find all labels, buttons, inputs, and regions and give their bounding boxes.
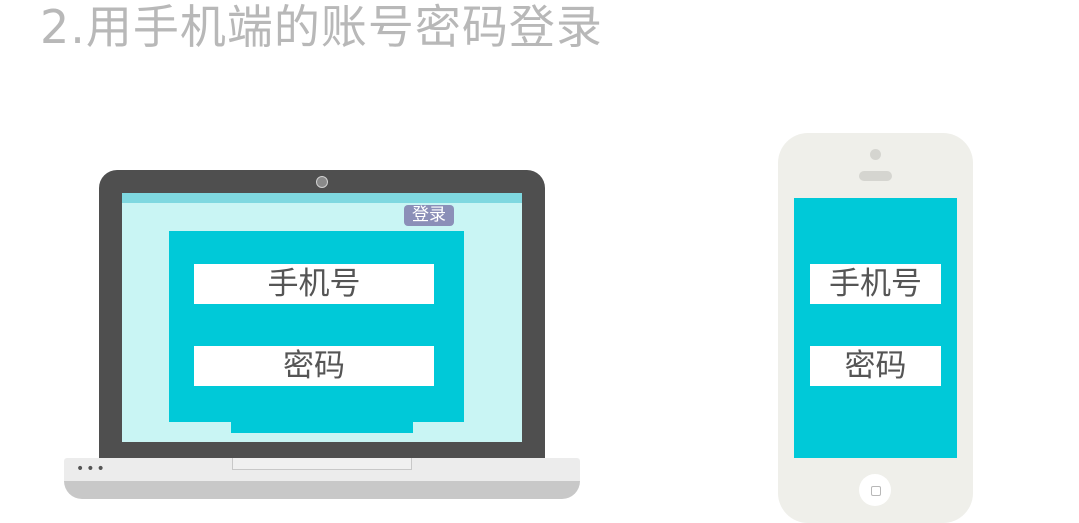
page-title: 2.用手机端的账号密码登录	[40, 0, 603, 54]
laptop-password-field[interactable]: 密码	[194, 346, 434, 386]
phone-phone-number-field[interactable]: 手机号	[810, 264, 941, 304]
laptop-phone-number-field[interactable]: 手机号	[194, 264, 434, 304]
phone-home-button	[859, 474, 891, 506]
laptop-login-panel-tab	[231, 420, 413, 433]
phone-screen	[794, 198, 957, 458]
laptop-dots-icon: •••	[76, 461, 107, 477]
laptop-base-bottom	[64, 481, 580, 499]
home-square-icon	[871, 486, 881, 496]
phone-speaker-icon	[859, 171, 892, 181]
laptop-screen-top-band	[122, 193, 522, 203]
laptop-camera-icon	[316, 176, 328, 188]
phone-password-field[interactable]: 密码	[810, 346, 941, 386]
laptop-login-panel	[169, 231, 464, 422]
login-button[interactable]: 登录	[404, 205, 454, 226]
phone-camera-icon	[870, 149, 881, 160]
laptop-trackpad-notch	[232, 458, 412, 470]
